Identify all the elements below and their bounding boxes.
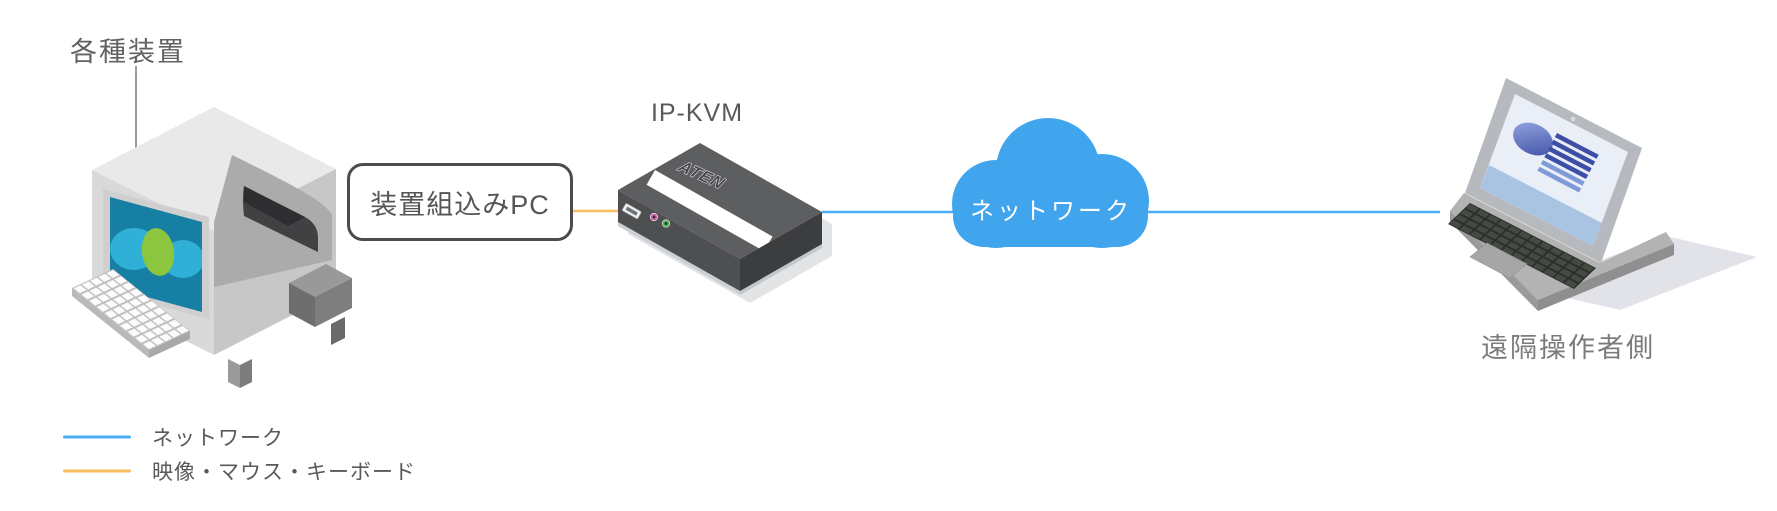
device-vga-port <box>622 203 642 220</box>
device-top-face <box>618 143 822 259</box>
device-audio-port-green-hole <box>664 222 668 225</box>
machine-tray-foot <box>331 317 345 345</box>
machine-intake-shadow <box>244 186 305 226</box>
cloud-base <box>953 183 1148 247</box>
network-cloud-label: ネットワーク <box>970 198 1132 225</box>
laptop-screen-content <box>1480 122 1602 246</box>
legend-row-kvm: 映像・マウス・キーボード <box>63 454 416 488</box>
screen-pie-graphic <box>1513 122 1553 156</box>
embedded-pc-label-box: 装置組込みPC <box>347 163 573 241</box>
remote-operator-label: 遠隔操作者側 <box>1481 333 1655 363</box>
machine-foot-right <box>240 359 252 388</box>
embedded-pc-label: 装置組込みPC <box>370 189 550 220</box>
equipment-label: 各種装置 <box>70 37 186 67</box>
legend-row-network: ネットワーク <box>63 420 416 454</box>
laptop-base-edge-right <box>1538 244 1674 311</box>
legend: ネットワーク 映像・マウス・キーボード <box>63 420 416 488</box>
device-baseplate-left <box>618 222 740 295</box>
laptop-touchpad <box>1469 242 1528 279</box>
machine-tray-top <box>289 264 352 297</box>
machine-screen-graphics <box>110 228 202 278</box>
legend-kvm-line-swatch <box>63 469 131 473</box>
device-baseplate-right <box>740 244 822 295</box>
machine-keyboard-side-left <box>72 288 149 358</box>
network-cloud <box>952 118 1149 248</box>
screen-bottom-band <box>1480 165 1602 246</box>
ip-kvm-device: ATEN <box>618 143 832 303</box>
device-left-face <box>618 190 740 291</box>
screen-circle-green <box>141 228 175 276</box>
laptop-keyboard <box>1448 203 1596 289</box>
legend-network-label: ネットワーク <box>152 427 284 450</box>
screen-text-bars <box>1537 133 1599 193</box>
laptop-illustration <box>1448 78 1757 311</box>
device-audio-port-pink-hole <box>652 215 656 219</box>
machine-foot-left <box>228 359 240 388</box>
laptop-webcam <box>1570 116 1576 122</box>
machine-keyboard <box>72 269 190 350</box>
laptop-base <box>1450 193 1674 300</box>
legend-network-line-swatch <box>63 435 131 439</box>
machine-keyboard-side-front <box>149 331 190 358</box>
device-stripe <box>646 170 773 252</box>
equipment-illustration <box>72 107 352 388</box>
ip-kvm-label: IP-KVM <box>650 99 744 127</box>
machine-tray-right <box>315 278 352 327</box>
device-right-face <box>740 212 822 291</box>
legend-kvm-label: 映像・マウス・キーボード <box>152 461 416 484</box>
machine-tray-front <box>289 283 315 327</box>
